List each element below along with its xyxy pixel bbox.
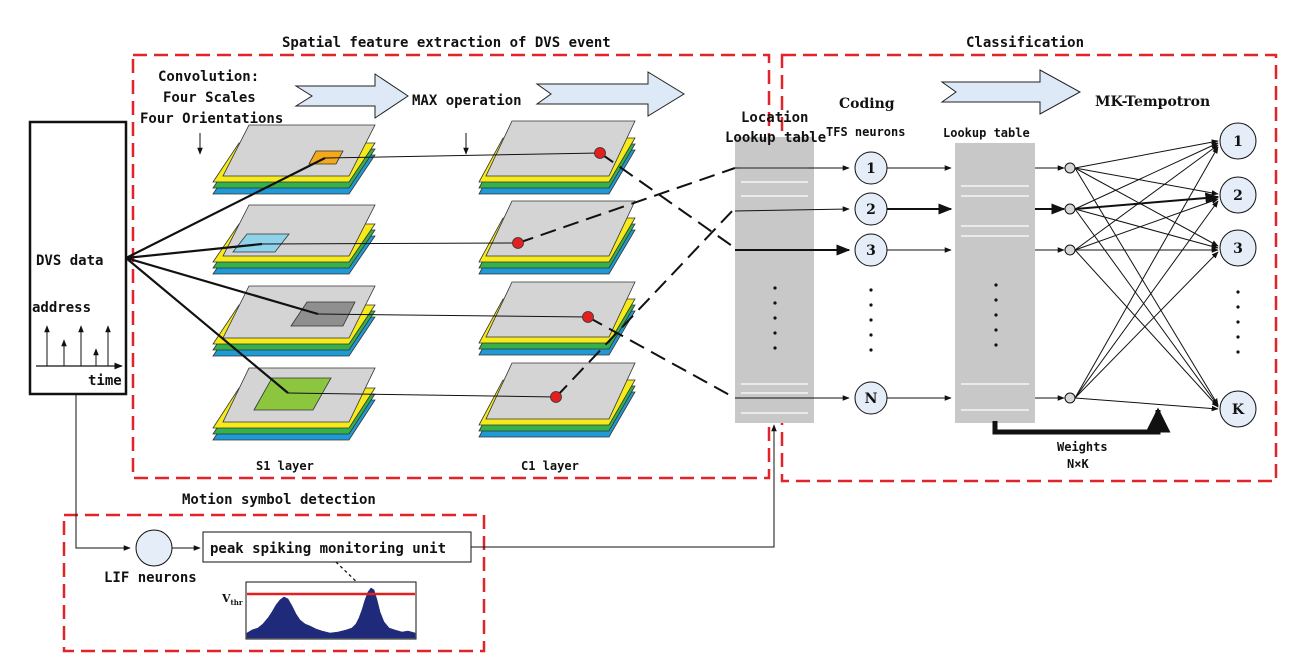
vthr-label: Vthr [221, 592, 243, 607]
four-orientations-label: Four Orientations [140, 111, 283, 127]
motion-title: Motion symbol detection [182, 492, 376, 508]
process-arrow-1 [294, 73, 409, 119]
lif-neurons-label: LIF neurons [104, 570, 197, 586]
lookup-table-label-2: Lookup table [943, 126, 1030, 140]
svg-text:K: K [1232, 402, 1245, 418]
s1-stack-4 [212, 367, 376, 441]
s1-layer-label: S1 layer [256, 459, 314, 473]
weight-lookup-ellipsis [994, 283, 998, 347]
peak-spiking-unit-label: peak spiking monitoring unit [210, 541, 446, 557]
svg-text:3: 3 [1233, 241, 1243, 257]
lookup-table-label-1: Lookup table [725, 130, 826, 146]
four-scales-label: Four Scales [163, 90, 256, 106]
peak-spiking-unit [202, 531, 472, 563]
svg-text:N: N [865, 391, 878, 407]
s1-to-c1-lines [261, 152, 601, 398]
coding-label: Coding [839, 96, 895, 112]
tfs-neuron-3: 3 [854, 233, 888, 267]
svg-text:1: 1 [1233, 134, 1243, 150]
dvs-to-s1-lines [125, 157, 326, 394]
dvs-to-lif-line [75, 394, 131, 551]
c1-layer-label: C1 layer [521, 459, 579, 473]
lookup-to-synapse-arrows [1035, 165, 1066, 401]
s1-stack-2 [212, 204, 376, 275]
process-arrow-2 [535, 71, 685, 117]
svg-text:1: 1 [866, 161, 876, 177]
spike-rate-waveform [246, 587, 416, 639]
location-label: Location [741, 110, 808, 126]
output-neuron-2: 2 [1219, 176, 1257, 214]
s1-stack-3 [212, 285, 376, 357]
output-neuron-k: K [1219, 390, 1257, 428]
synapse-nodes [1064, 162, 1076, 404]
unit-to-lookup-line [471, 424, 777, 548]
mk-tempotron-label: MK-Tempotron [1095, 94, 1210, 110]
unit-to-plot-dotted [335, 561, 366, 591]
s1-patch-green [253, 377, 332, 411]
c1-stack-1 [478, 120, 636, 195]
weights-feedback-arrow [992, 407, 1171, 435]
location-lookup-table [735, 137, 814, 423]
classification-title: Classification [966, 35, 1084, 51]
tfs-neuron-n: N [854, 381, 888, 415]
event-spikes [44, 325, 111, 366]
c1-to-lookup-dashed [517, 152, 736, 399]
location-lookup-ellipsis [773, 286, 777, 350]
c1-stack-4 [478, 362, 636, 438]
c1-max-points [512, 147, 606, 403]
tfs-ellipsis [869, 288, 873, 352]
output-ellipsis [1236, 290, 1240, 354]
convolution-label: Convolution: [158, 69, 259, 85]
tfs-neuron-1: 1 [854, 151, 888, 185]
process-arrow-3 [940, 69, 1082, 115]
max-operation-label: MAX operation [412, 93, 522, 109]
output-neuron-3: 3 [1219, 229, 1257, 267]
lookup-to-tfs-arrows [734, 165, 851, 401]
lif-neuron [135, 529, 173, 567]
spatial-title: Spatial feature extraction of DVS event [282, 35, 611, 51]
location-lookup-rows [741, 167, 808, 414]
nxk-label: N×K [1067, 457, 1089, 471]
svg-text:2: 2 [1233, 188, 1243, 204]
s1-stack-1 [212, 124, 376, 195]
address-label: address [32, 300, 91, 316]
weight-lookup-rows [961, 185, 1029, 411]
dvs-data-label: DVS data [36, 253, 103, 269]
tfs-neurons-label: TFS neurons [826, 125, 905, 139]
weights-label: Weights [1057, 440, 1108, 454]
c1-stack-2 [478, 200, 636, 275]
vthr-sub: thr [231, 598, 243, 607]
vthr-main: V [221, 592, 231, 605]
time-label: time [88, 373, 122, 389]
synapse-connections [1074, 139, 1220, 412]
svg-text:3: 3 [866, 243, 876, 259]
weight-lookup-table [955, 143, 1035, 423]
c1-stack-3 [478, 281, 636, 356]
tfs-to-lookup-arrows [887, 165, 953, 401]
tfs-neuron-2: 2 [854, 192, 888, 226]
svg-text:2: 2 [866, 202, 876, 218]
motion-detection-box [62, 513, 486, 653]
output-neuron-1: 1 [1219, 122, 1257, 160]
